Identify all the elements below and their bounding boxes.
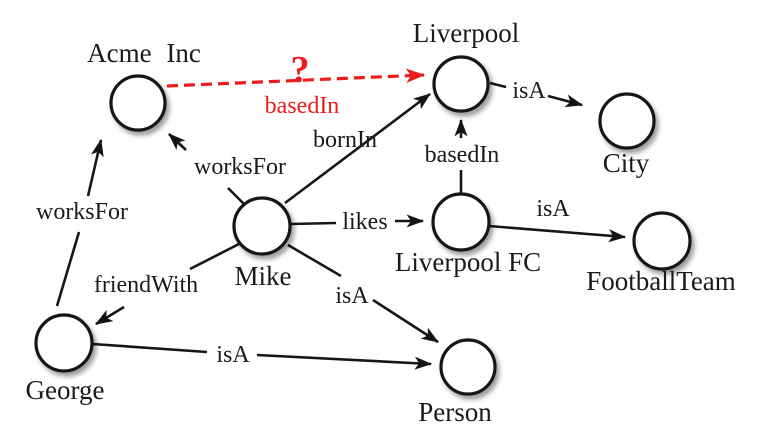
edge-label-isa-mike-person: isA: [335, 283, 369, 309]
node-george-circle: [34, 313, 94, 373]
edge-label-basedin-fc: basedIn: [425, 142, 500, 168]
node-acme-inc-circle: [109, 74, 167, 132]
edge-liverpool-isa-city-arrow: [547, 94, 584, 108]
edge-mike-isa-person-arrow: [372, 298, 439, 344]
node-city-circle: [598, 92, 656, 150]
node-football-team-label: FootballTeam: [586, 266, 736, 296]
node-liverpool-fc-circle: [431, 192, 491, 252]
edge-label-worksfor-george: worksFor: [36, 199, 128, 225]
edge-george-isa-person-arrow: [256, 353, 433, 370]
edge-mike-isa-person-shaft: [287, 243, 342, 278]
edge-mike-likes-liverpoolfc: [290, 214, 425, 228]
node-acme-inc-label: Acme Inc: [87, 38, 201, 68]
edge-mike-bornin-liverpool: [284, 92, 431, 205]
edge-george-worksfor-acme-arrow: [86, 138, 104, 197]
node-city-label: City: [603, 148, 650, 178]
inferred-question-mark: ?: [291, 49, 310, 91]
edge-label-friendwith: friendWith: [94, 272, 198, 298]
edge-mike-isa-person: [287, 243, 439, 344]
edge-label-isa-football: isA: [536, 196, 570, 222]
node-liverpool-label: Liverpool: [413, 18, 519, 48]
node-george-label: George: [26, 375, 105, 405]
edge-liverpoolfc-isa-footballteam: [488, 224, 627, 243]
edge-label-likes: likes: [342, 209, 387, 235]
edge-label-isa-george-person: isA: [216, 342, 250, 368]
edge-mike-likes-liverpoolfc-shaft: [290, 221, 337, 226]
edge-george-isa-person: [92, 342, 433, 370]
edge-george-worksfor-acme-shaft: [55, 231, 81, 307]
edge-mike-worksfor-acme-shaft: [227, 187, 247, 207]
edge-label-basedin-inferred: basedIn: [265, 93, 340, 119]
edge-label-isa-city: isA: [512, 78, 546, 104]
node-mike-label: Mike: [235, 261, 292, 291]
node-football-team-circle: [632, 211, 692, 271]
edge-mike-worksfor-acme: [168, 133, 247, 207]
edge-george-worksfor-acme: [55, 138, 104, 307]
edge-george-isa-person-shaft: [92, 342, 208, 354]
edge-liverpool-isa-city: [489, 81, 584, 108]
edge-mike-friendwith-george: [95, 242, 240, 326]
edge-mike-friendwith-george-arrow: [95, 305, 125, 326]
node-person-circle: [439, 338, 497, 396]
edge-label-worksfor-mike: worksFor: [194, 154, 286, 180]
edge-mike-friendwith-george-shaft: [189, 242, 240, 271]
node-person-label: Person: [418, 397, 492, 427]
node-liverpool-circle: [432, 55, 490, 113]
node-liverpool-fc-label: Liverpool FC: [395, 247, 541, 277]
edge-mike-worksfor-acme-arrow: [168, 133, 187, 151]
edge-acme-basedin-liverpool-inferred: [166, 68, 426, 88]
node-mike-circle: [232, 196, 292, 256]
edge-liverpool-isa-city-shaft: [489, 81, 507, 89]
edge-label-bornin: bornIn: [313, 127, 377, 153]
